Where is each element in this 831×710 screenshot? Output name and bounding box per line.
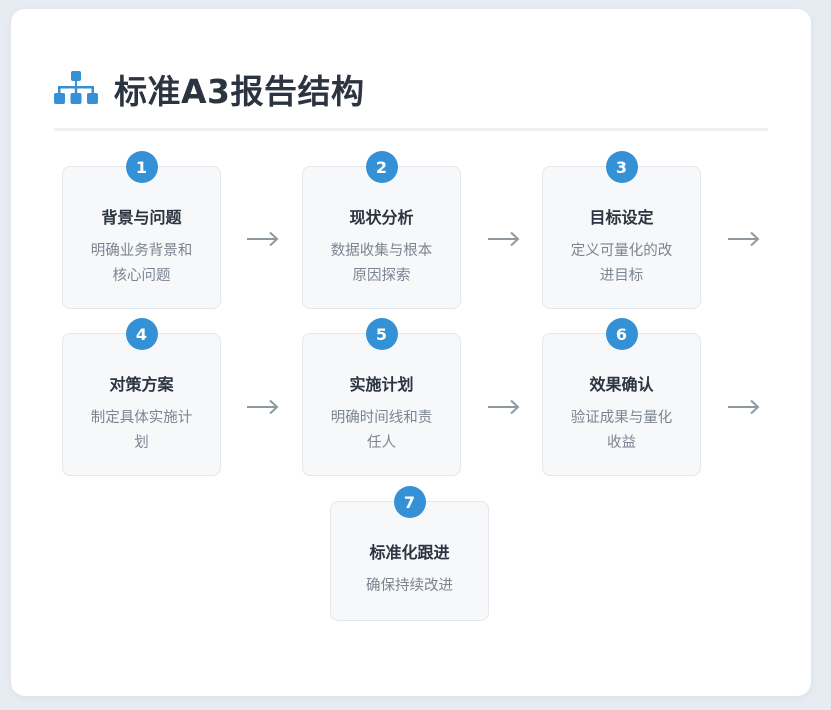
step-card: 2 现状分析 数据收集与根本原因探索 bbox=[302, 151, 461, 309]
step-title: 效果确认 bbox=[589, 375, 654, 394]
step-description: 确保持续改进 bbox=[366, 578, 453, 594]
step-number-badge: 3 bbox=[605, 151, 638, 183]
arrow-right-icon bbox=[728, 399, 760, 415]
arrow-right-icon bbox=[247, 399, 279, 415]
arrow-right-icon bbox=[488, 399, 520, 415]
step-card: 1 背景与问题 明确业务背景和核心问题 bbox=[62, 151, 221, 309]
step-number-badge: 4 bbox=[125, 318, 158, 350]
step-description: 验证成果与量化收益 bbox=[570, 410, 673, 451]
step-card: 3 目标设定 定义可量化的改进目标 bbox=[542, 151, 701, 309]
step-description: 数据收集与根本原因探索 bbox=[330, 243, 433, 284]
page-title: 标准A3报告结构 bbox=[114, 72, 365, 111]
step-card: 4 对策方案 制定具体实施计划 bbox=[62, 318, 221, 476]
step-number-badge: 2 bbox=[365, 151, 398, 183]
header-divider bbox=[54, 128, 768, 131]
step-number-badge: 1 bbox=[125, 151, 158, 183]
step-title: 标准化跟进 bbox=[369, 543, 450, 562]
step-card: 6 效果确认 验证成果与量化收益 bbox=[542, 318, 701, 476]
page-header: 标准A3报告结构 bbox=[54, 59, 365, 119]
step-card: 7 标准化跟进 确保持续改进 bbox=[330, 486, 489, 621]
step-title: 对策方案 bbox=[109, 375, 174, 394]
step-title: 背景与问题 bbox=[101, 208, 182, 227]
step-title: 目标设定 bbox=[589, 208, 654, 227]
step-card: 5 实施计划 明确时间线和责任人 bbox=[302, 318, 461, 476]
step-number-badge: 7 bbox=[393, 486, 426, 518]
step-description: 制定具体实施计划 bbox=[90, 410, 193, 451]
arrow-right-icon bbox=[728, 231, 760, 247]
sitemap-icon bbox=[54, 71, 98, 107]
step-title: 实施计划 bbox=[349, 375, 414, 394]
a3-structure-card: 标准A3报告结构 1 背景与问题 明确业务背景和核心问题 2 现状分析 数据收集… bbox=[11, 9, 811, 696]
step-description: 明确业务背景和核心问题 bbox=[90, 243, 193, 284]
step-description: 定义可量化的改进目标 bbox=[570, 243, 673, 284]
step-description: 明确时间线和责任人 bbox=[330, 410, 433, 451]
step-number-badge: 6 bbox=[605, 318, 638, 350]
arrow-right-icon bbox=[247, 231, 279, 247]
step-title: 现状分析 bbox=[349, 208, 414, 227]
arrow-right-icon bbox=[488, 231, 520, 247]
step-number-badge: 5 bbox=[365, 318, 398, 350]
